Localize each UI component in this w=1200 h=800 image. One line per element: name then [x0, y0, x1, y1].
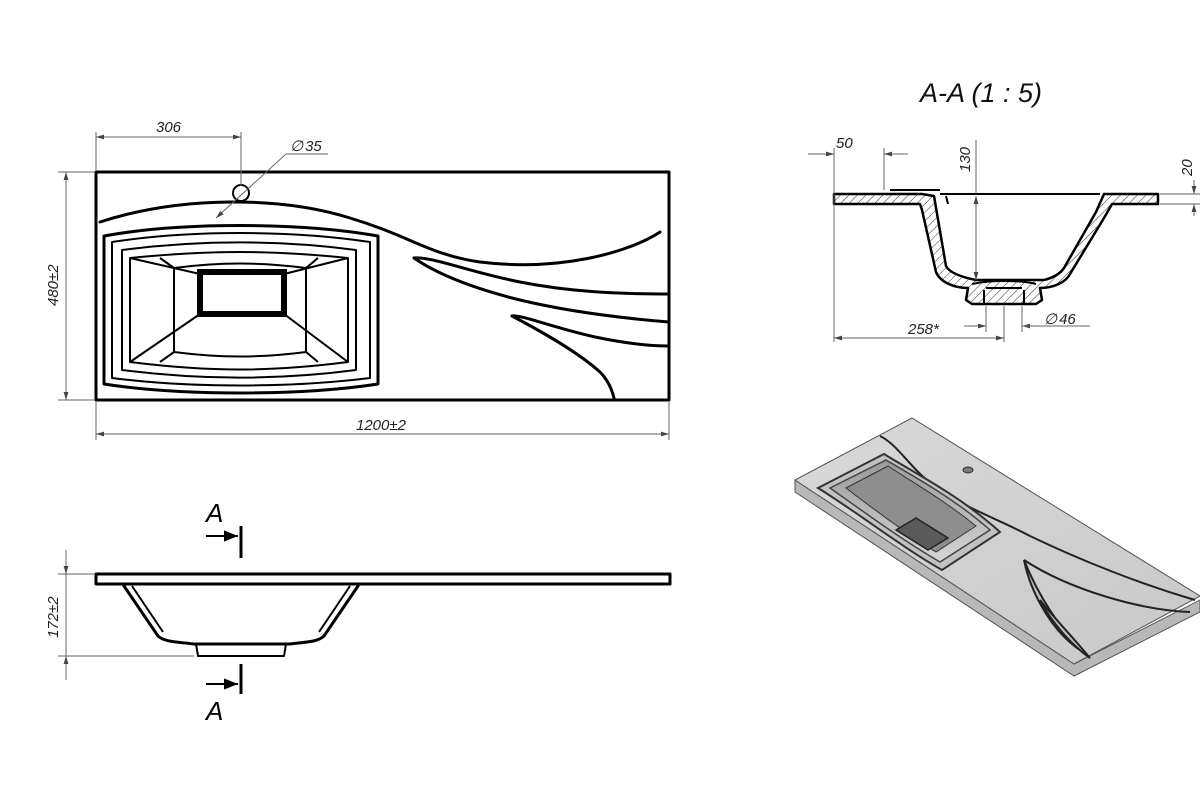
top-view-wave — [98, 200, 662, 267]
dim-rim: 50 — [836, 135, 853, 152]
section-mark-bottom: A — [204, 696, 223, 726]
section-view: A-A (1 : 5) 50 130 20 258* ∅46 — [808, 78, 1200, 342]
drain-outline — [197, 269, 287, 317]
dim-height: 172±2 — [45, 596, 62, 638]
isometric-view — [794, 417, 1200, 677]
dim-drain-offset: 258* — [907, 321, 940, 338]
dim-depth: 480±2 — [45, 264, 62, 306]
section-mark-top: A — [204, 498, 223, 528]
basin-outer — [102, 224, 380, 395]
section-title: A-A (1 : 5) — [918, 78, 1042, 108]
swoosh-lower — [510, 314, 671, 348]
dim-length: 1200±2 — [356, 417, 407, 434]
dim-drain-dia: ∅46 — [1044, 311, 1076, 328]
dim-section-depth: 130 — [957, 146, 974, 172]
dim-thickness: 20 — [1179, 159, 1196, 177]
front-view-slab — [94, 572, 672, 586]
top-view-outline — [94, 170, 671, 402]
faucet-hole — [232, 184, 250, 202]
swoosh-upper — [412, 256, 671, 296]
front-view: A A 172±2 — [45, 498, 672, 726]
dim-hole-offset: 306 — [156, 119, 182, 136]
front-view-bowl — [122, 584, 360, 646]
dim-hole-dia: ∅35 — [290, 138, 322, 155]
top-view: 306 ∅35 480±2 1200±2 — [45, 119, 671, 440]
iso-top-surface — [794, 417, 1200, 665]
